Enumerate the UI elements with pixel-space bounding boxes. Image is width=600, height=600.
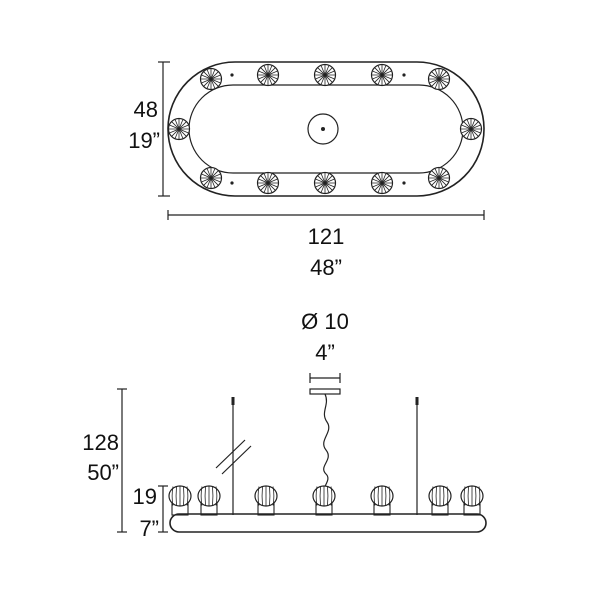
top-view-inner-ring: [188, 84, 464, 174]
total-height-dimension: [117, 388, 127, 533]
canopy-diameter-cm-label: Ø 10: [301, 309, 349, 334]
side-bulb: [428, 485, 452, 516]
top-bulb: [167, 117, 191, 141]
top-bulb: [459, 117, 483, 141]
canopy-diameter-in-label: 4”: [315, 340, 335, 365]
side-bulb: [168, 485, 192, 516]
side-view: Ø 10 4” 128 50: [82, 309, 487, 541]
top-view: 48 19” 121 48”: [128, 61, 485, 280]
body-height-dimension: [158, 485, 168, 533]
left-cable-ceiling-anchor: [231, 397, 235, 405]
top-view-mount-dots: [230, 73, 406, 185]
top-height-in-label: 19”: [128, 128, 160, 153]
top-bulb: [427, 166, 451, 190]
body-height-in-label: 7”: [139, 516, 159, 541]
body-height-cm-label: 19: [133, 484, 157, 509]
total-height-in-label: 50”: [87, 460, 119, 485]
top-bulb: [256, 63, 280, 87]
top-view-width-dimension: [167, 210, 485, 220]
side-view-bulbs: [168, 485, 484, 516]
right-cable-ceiling-anchor: [415, 397, 419, 405]
top-height-cm-label: 48: [134, 97, 158, 122]
side-view-body-bar: [169, 513, 487, 533]
top-bulb: [370, 171, 394, 195]
top-bulb: [199, 67, 223, 91]
side-bulb: [312, 485, 336, 516]
top-bulb: [427, 67, 451, 91]
top-view-canopy: [307, 113, 339, 145]
top-width-in-label: 48”: [310, 255, 342, 280]
top-bulb: [256, 171, 280, 195]
top-width-cm-label: 121: [308, 224, 345, 249]
top-bulb: [199, 166, 223, 190]
side-bulb: [370, 485, 394, 516]
cable-break-symbol: [215, 439, 252, 475]
total-height-cm-label: 128: [82, 430, 119, 455]
side-bulb: [197, 485, 221, 516]
top-bulb: [313, 63, 337, 87]
canopy-diameter-dimension: [309, 373, 341, 383]
side-bulb: [254, 485, 278, 516]
top-view-height-dimension: [158, 61, 170, 197]
top-bulb: [313, 171, 337, 195]
top-bulb: [370, 63, 394, 87]
side-bulb: [460, 485, 484, 516]
top-view-canopy-center: [321, 127, 325, 131]
side-view-power-cord: [323, 393, 330, 495]
top-view-bulbs: [167, 63, 483, 195]
side-view-canopy: [309, 388, 341, 395]
